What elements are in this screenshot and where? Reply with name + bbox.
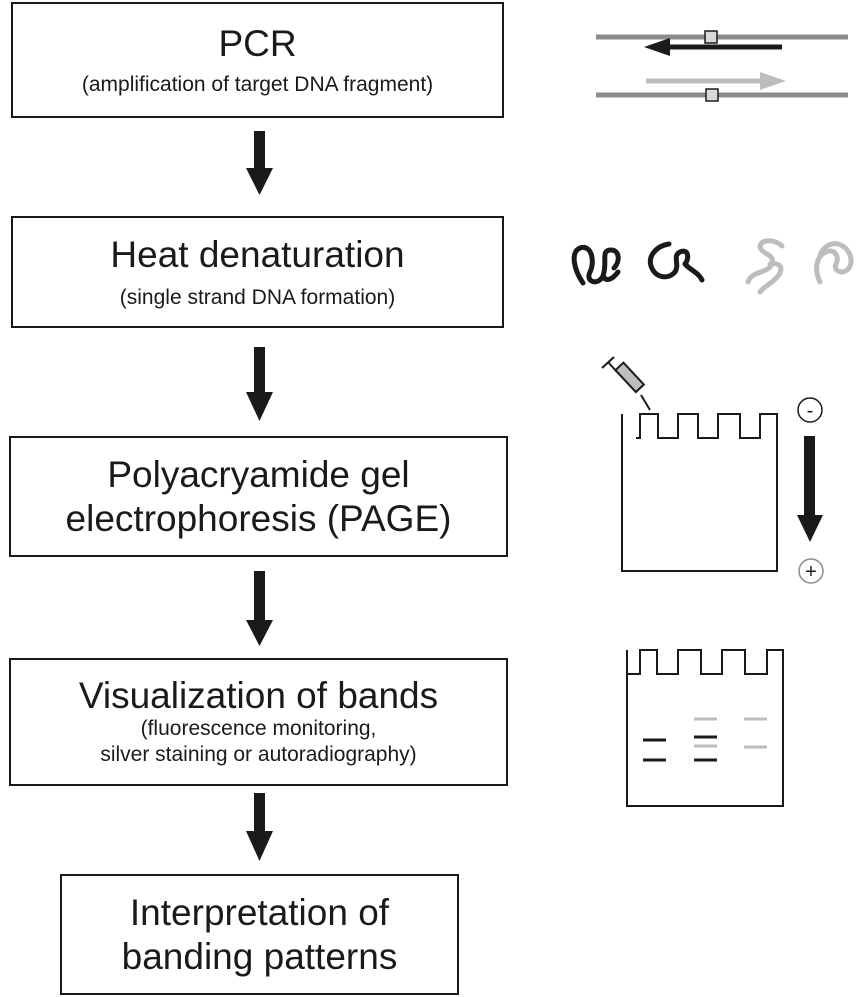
step-interpretation-title-line2: banding patterns — [121, 935, 398, 977]
step-interpretation-box: Interpretation of banding patterns — [60, 874, 459, 995]
forward-primer-arrow — [646, 72, 786, 90]
single-strand-dna-illustration — [571, 238, 854, 295]
step-visualization-title: Visualization of bands — [78, 675, 439, 716]
ssdna-dark-2 — [647, 241, 705, 283]
band-lane-1 — [643, 738, 666, 762]
target-marker-top — [704, 30, 718, 44]
negative-electrode: - — [797, 397, 823, 423]
step-heat-subtitle: (single strand DNA formation) — [119, 286, 396, 309]
migration-direction-arrow — [797, 436, 823, 542]
step-page-title-line2: electrophoresis (PAGE) — [65, 497, 452, 539]
step-page-box: Polyacryamide gel electrophoresis (PAGE) — [9, 436, 508, 557]
step-heat-denaturation-box: Heat denaturation (single strand DNA for… — [11, 216, 504, 328]
banded-gel-outline — [626, 649, 784, 807]
pcr-dna-illustration — [596, 30, 848, 102]
positive-electrode: + — [798, 558, 824, 584]
gel-outline — [621, 413, 778, 572]
band-lane-2 — [694, 717, 717, 762]
flow-arrow-4 — [246, 793, 273, 861]
flow-arrow-2 — [246, 347, 273, 421]
flow-arrow-1 — [246, 131, 273, 195]
step-heat-title: Heat denaturation — [110, 234, 405, 275]
banded-gel-illustration — [626, 649, 784, 807]
flow-arrow-3 — [246, 571, 273, 646]
step-pcr-box: PCR (amplification of target DNA fragmen… — [11, 2, 504, 118]
ssdna-dark-1 — [571, 244, 621, 286]
step-visualization-subtitle-line2: silver staining or autoradiography) — [100, 743, 417, 766]
step-interpretation-title-line1: Interpretation of — [129, 891, 390, 933]
ssdna-light-2 — [814, 241, 854, 285]
syringe-icon — [601, 356, 651, 411]
step-visualization-subtitle-line1: (fluorescence monitoring, — [140, 717, 377, 740]
step-visualization-box: Visualization of bands (fluorescence mon… — [9, 658, 508, 786]
step-pcr-subtitle: (amplification of target DNA fragment) — [81, 73, 434, 96]
band-lane-3 — [744, 717, 767, 749]
reverse-primer-arrow — [644, 38, 782, 56]
step-page-title-line1: Polyacryamide gel — [107, 453, 410, 495]
positive-electrode-label: + — [805, 561, 817, 583]
electrophoresis-gel-illustration — [601, 356, 778, 572]
target-marker-bottom — [705, 88, 719, 102]
step-pcr-title: PCR — [218, 23, 297, 64]
negative-electrode-label: - — [807, 400, 814, 422]
ssdna-light-1 — [745, 238, 785, 295]
